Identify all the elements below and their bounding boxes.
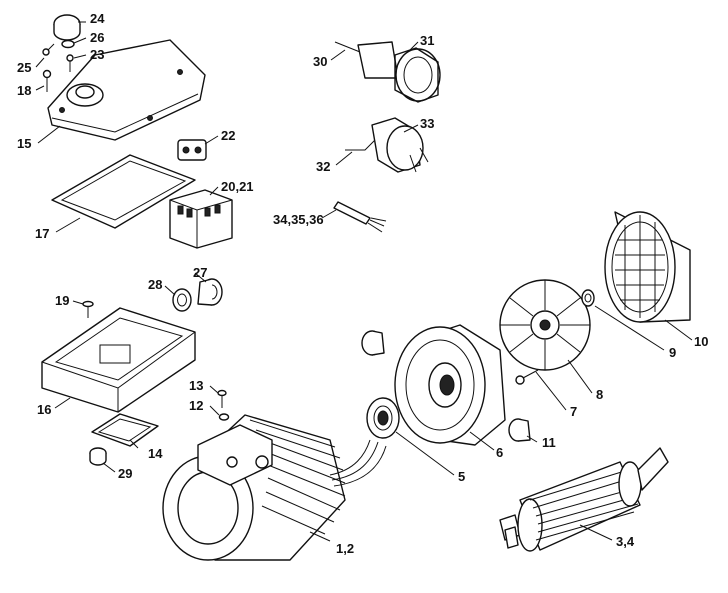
callout-32: 32	[316, 159, 330, 174]
base-gasket-part	[91, 413, 159, 447]
bearing-part	[366, 397, 400, 439]
callout-30: 30	[313, 54, 327, 69]
callout-12: 12	[189, 398, 203, 413]
callout-7: 7	[570, 404, 577, 419]
long-screw-part	[42, 69, 52, 92]
callout-10: 10	[694, 334, 708, 349]
callout-8: 8	[596, 387, 603, 402]
cable-gland-part	[197, 278, 223, 306]
callout-26: 26	[90, 30, 104, 45]
callout-1-2: 1,2	[336, 541, 354, 556]
small-screw-part	[66, 54, 74, 72]
terminal-cover-part	[47, 39, 206, 141]
callout-18: 18	[17, 83, 31, 98]
callout-3-4: 3,4	[616, 534, 635, 549]
clip-part	[581, 289, 595, 307]
stud-screw-part	[217, 389, 227, 408]
stator-leads	[329, 439, 387, 487]
rotor-part	[499, 447, 669, 552]
fan-screw-part	[515, 369, 539, 385]
terminal-block-part	[177, 139, 207, 161]
stator-housing-part	[162, 414, 346, 561]
callout-15: 15	[17, 136, 31, 151]
box-screw-part	[82, 300, 94, 318]
callout-24: 24	[90, 11, 105, 26]
stud-washer-part	[218, 413, 230, 421]
callout-13: 13	[189, 378, 203, 393]
knob-part	[53, 14, 81, 41]
callout-16: 16	[37, 402, 51, 417]
callout-25: 25	[17, 60, 31, 75]
schuko-plug-part	[345, 117, 429, 173]
end-shield-part	[394, 324, 506, 446]
callout-labels: 24 26 23 25 18 15 22 20,21 17 27 28 19 1…	[17, 11, 708, 556]
callout-22: 22	[221, 128, 235, 143]
callout-31: 31	[420, 33, 434, 48]
washer-part	[61, 39, 75, 49]
fan-cover-part	[604, 211, 691, 323]
callout-27: 27	[193, 265, 207, 280]
gland-nut-part	[172, 288, 192, 312]
terminal-box-base-part	[41, 307, 196, 413]
callout-9: 9	[669, 345, 676, 360]
callout-29: 29	[118, 466, 132, 481]
callout-14: 14	[148, 446, 163, 461]
spacer-part	[508, 418, 531, 442]
cee-plug-part	[334, 41, 441, 103]
fan-part	[499, 279, 591, 371]
callout-33: 33	[420, 116, 434, 131]
leader-lines	[35, 21, 693, 542]
callout-34-35-36: 34,35,36	[273, 212, 324, 227]
callout-5: 5	[458, 469, 465, 484]
callout-28: 28	[148, 277, 162, 292]
callout-20-21: 20,21	[221, 179, 254, 194]
bushing-part	[361, 330, 385, 356]
callout-23: 23	[90, 47, 104, 62]
contactor-part	[169, 189, 233, 249]
cable-part	[333, 201, 387, 233]
callout-11: 11	[542, 435, 556, 450]
callout-19: 19	[55, 293, 69, 308]
plug-part	[89, 447, 107, 466]
callout-6: 6	[496, 445, 503, 460]
callout-17: 17	[35, 226, 49, 241]
screw-part	[42, 43, 55, 56]
gasket-part	[51, 154, 196, 229]
